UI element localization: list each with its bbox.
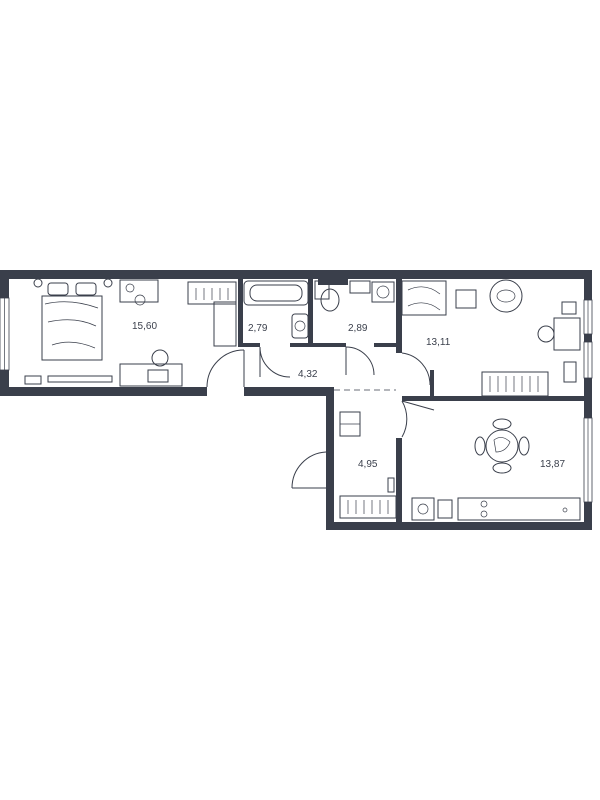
bedroom-furniture	[24, 278, 237, 387]
bedroom-area: 15,60	[132, 321, 157, 332]
toilet-fixtures	[314, 280, 395, 312]
corridor-area: 4,32	[298, 369, 318, 380]
kitchen-area: 13,87	[540, 459, 565, 470]
kitchen-furniture	[411, 418, 581, 521]
windows	[0, 297, 593, 503]
walls	[0, 270, 592, 530]
living-furniture	[401, 279, 581, 397]
bathroom-fixtures	[243, 280, 309, 339]
area-labels: 15,60 2,79 2,89 13,11 4,32 4,95 13,87	[132, 321, 565, 470]
doors	[206, 346, 435, 489]
bathroom-area: 2,79	[248, 323, 268, 334]
toilet-area: 2,89	[348, 323, 368, 334]
living-room-area: 13,11	[426, 337, 451, 348]
hallway-area: 4,95	[358, 459, 378, 470]
hallway-furniture	[339, 411, 397, 519]
